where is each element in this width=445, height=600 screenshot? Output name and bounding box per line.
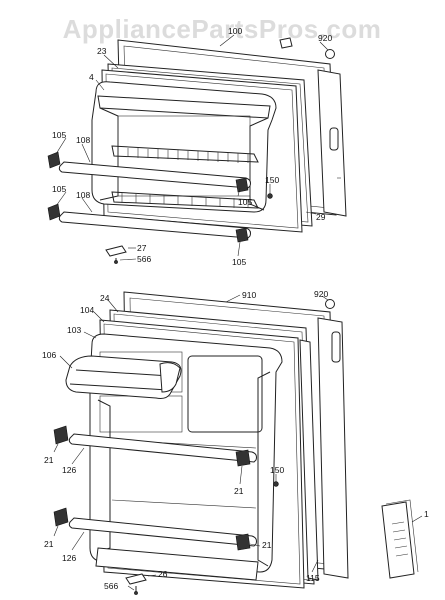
label-1: 1 [424,509,429,519]
label-29: 29 [316,212,326,222]
dairy-compartment-door [65,355,182,399]
fresh-food-bracket-right-lower [235,533,251,551]
label-920-top: 920 [318,33,332,43]
fresh-food-screw [134,591,138,595]
fresh-food-shelf-bar-lower [68,517,257,547]
freezer-frame-side [317,69,347,217]
freezer-shelf-bracket-right-upper [235,177,249,193]
fresh-food-side-gasket [299,339,319,581]
label-910: 910 [242,290,256,300]
fresh-food-handle-slot [331,331,341,363]
fresh-food-shelf-bar-upper [68,433,257,463]
label-21-right-lower: 21 [262,540,272,550]
freezer-hinge [105,245,127,257]
label-105-right-lower: 105 [232,257,246,267]
freezer-top-clip [279,37,293,49]
label-24: 24 [100,293,110,303]
label-103: 103 [67,325,81,335]
fresh-food-handle-cap [325,299,335,309]
label-150-fresh-food: 150 [270,465,284,475]
label-27: 27 [137,243,147,253]
label-920-bottom: 920 [314,289,328,299]
label-566-freezer: 566 [137,254,151,264]
freezer-wire-shelf-lower [111,191,259,209]
label-23: 23 [97,46,107,56]
fresh-food-bracket-left-upper [53,425,69,445]
label-104: 104 [80,305,94,315]
freezer-shelf-bracket-left-lower [47,203,61,221]
freezer-shelf-bar-lower [58,211,251,239]
fresh-food-bracket-left-lower [53,507,69,527]
label-566-fresh-food: 566 [104,581,118,591]
label-21-upper-left: 21 [44,455,54,465]
fresh-food-hinge [125,573,147,585]
label-105-upper-left: 105 [52,130,66,140]
freezer-leaders [55,34,329,261]
label-126-lower: 126 [62,553,76,563]
freezer-handle-cap [325,49,335,59]
label-100: 100 [228,26,242,36]
label-108-upper: 108 [76,135,90,145]
label-115: 115 [306,573,320,583]
fresh-food-door-assembly [53,291,419,595]
label-108-lower: 108 [76,190,90,200]
fresh-food-leaders [53,294,423,591]
label-21-right-upper: 21 [234,486,244,496]
freezer-hinge-pin [267,193,273,199]
freezer-screw [114,260,118,264]
label-106: 106 [42,350,56,360]
fresh-food-hinge-pin [273,481,279,487]
label-105-right-mid: 105 [238,197,252,207]
freezer-shelf-bracket-right-lower [235,227,249,243]
freezer-shelf-bar-upper [58,161,251,189]
fresh-food-bracket-right-upper [235,449,251,467]
label-105-lower-left: 105 [52,184,66,194]
fresh-food-bottom-bin [95,547,259,581]
freezer-part-labels: 100 920 23 4 105 108 105 108 150 105 29 … [52,26,332,267]
dairy-compartment-end [159,362,181,393]
label-126-upper: 126 [62,465,76,475]
label-21-lower-left: 21 [44,539,54,549]
label-26: 26 [158,569,168,579]
freezer-door-assembly [47,37,347,264]
fresh-food-upper-right-panel [187,355,263,433]
watermark-text: AppliancePartsPros.com [63,14,382,44]
fresh-food-part-labels: 910 920 24 104 103 106 21 126 150 21 21 … [42,289,429,591]
freezer-handle-slot [329,127,339,151]
label-150-freezer: 150 [265,175,279,185]
label-4: 4 [89,72,94,82]
freezer-wire-shelf-upper [111,145,259,163]
freezer-shelf-bracket-left-upper [47,151,61,169]
fresh-food-frame-side [317,317,349,579]
owners-manual [381,499,419,579]
